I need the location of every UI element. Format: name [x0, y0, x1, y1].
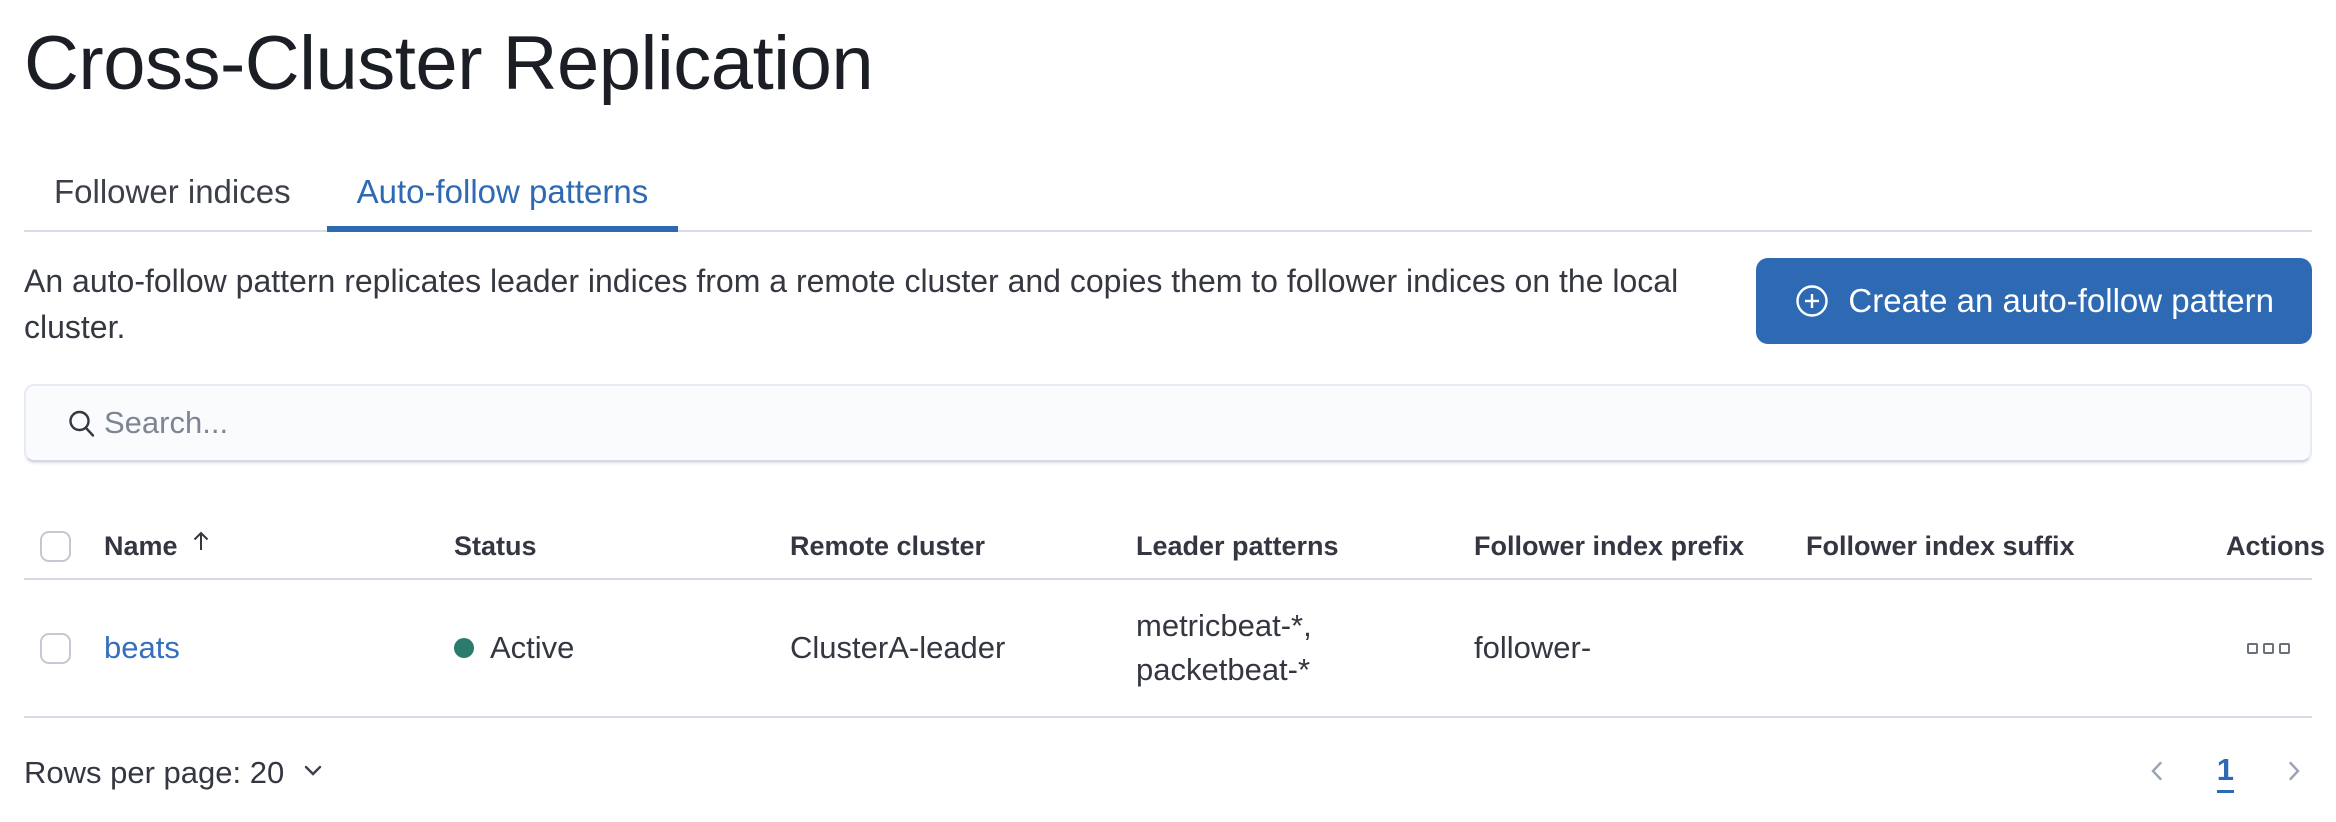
next-page-button[interactable]	[2276, 753, 2312, 792]
follower-index-prefix-cell: follower-	[1474, 630, 1592, 665]
tab-bar: Follower indices Auto-follow patterns	[24, 152, 2312, 232]
actions-cell	[2210, 580, 2312, 716]
create-auto-follow-pattern-button[interactable]: Create an auto-follow pattern	[1756, 258, 2312, 344]
status-cell: Active	[438, 580, 774, 716]
table-header-row: Name Status Remote cluster Leader patter…	[24, 490, 2325, 580]
tab-auto-follow-patterns[interactable]: Auto-follow patterns	[326, 152, 679, 232]
search-bar	[24, 384, 2312, 462]
chevron-down-icon	[300, 755, 326, 791]
page-description: An auto-follow pattern replicates leader…	[24, 263, 1679, 345]
leader-patterns-cell: metricbeat-*, packetbeat-*	[1136, 608, 1312, 687]
rows-per-page-button[interactable]: Rows per page: 20	[24, 755, 326, 791]
cross-cluster-replication-page: Cross-Cluster Replication Follower indic…	[0, 22, 2336, 822]
column-header-remote-cluster: Remote cluster	[790, 531, 986, 561]
intro-row: An auto-follow pattern replicates leader…	[24, 258, 2312, 350]
row-actions-menu-icon[interactable]	[2241, 637, 2296, 660]
column-header-status: Status	[454, 531, 537, 561]
column-header-name-label: Name	[104, 531, 178, 561]
tab-follower-indices[interactable]: Follower indices	[24, 152, 321, 230]
pattern-name-link[interactable]: beats	[104, 630, 180, 665]
page-1-button[interactable]: 1	[2216, 752, 2234, 793]
table-row: beats Active ClusterA-leader metricbeat-…	[24, 580, 2312, 718]
plus-in-circle-icon	[1794, 283, 1830, 319]
column-header-follower-index-prefix: Follower index prefix	[1474, 531, 1745, 561]
name-cell: beats	[88, 580, 438, 716]
chevron-right-icon	[2280, 761, 2308, 788]
status-active-dot-icon	[454, 638, 474, 658]
column-header-actions: Actions	[2226, 531, 2326, 561]
search-input[interactable]	[24, 384, 2312, 462]
status-label: Active	[490, 630, 575, 665]
chevron-left-icon	[2143, 761, 2171, 788]
column-header-name[interactable]: Name	[88, 490, 438, 578]
create-button-label: Create an auto-follow pattern	[1848, 282, 2274, 319]
table-footer: Rows per page: 20 1	[24, 744, 2312, 801]
pagination: 1	[2139, 752, 2312, 793]
row-select-cell	[24, 580, 88, 716]
rows-per-page-label: Rows per page: 20	[24, 754, 285, 790]
column-header-follower-index-suffix: Follower index suffix	[1806, 531, 2075, 561]
follower-index-suffix-cell	[1790, 580, 2210, 716]
select-all-cell	[24, 490, 88, 578]
remote-cluster-cell: ClusterA-leader	[790, 630, 1006, 665]
row-checkbox[interactable]	[40, 632, 71, 664]
select-all-checkbox[interactable]	[40, 531, 71, 562]
previous-page-button[interactable]	[2139, 753, 2175, 792]
sort-ascending-arrow-icon	[188, 528, 214, 561]
page-title: Cross-Cluster Replication	[24, 21, 874, 106]
auto-follow-patterns-table: Name Status Remote cluster Leader patter…	[24, 490, 2325, 718]
column-header-leader-patterns: Leader patterns	[1136, 531, 1339, 561]
